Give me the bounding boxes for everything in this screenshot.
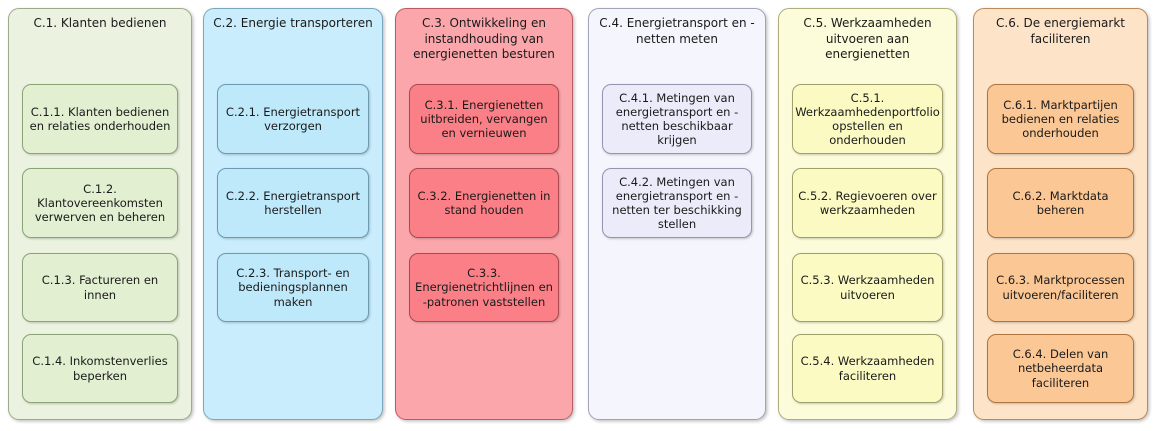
capability-group-title: C.5. Werkzaamheden uitvoeren aan energie…	[803, 16, 932, 62]
capability-group-c4-energietransport-netten-meten: C.4. Energietransport en -netten meten C…	[588, 8, 766, 420]
capability-group-c2-energie-transporteren: C.2. Energie transporteren C.2.1. Energi…	[203, 8, 383, 420]
capability-item: C.5.2. Regievoeren over werkzaamheden	[792, 168, 943, 238]
capability-item: C.1.1. Klanten bedienen en relaties onde…	[22, 84, 178, 154]
capability-item: C.5.3. Werkzaamheden uitvoeren	[792, 253, 943, 322]
capability-group-title: C.4. Energietransport en -netten meten	[599, 16, 755, 46]
capability-item: C.4.2. Metingen van energietransport en …	[602, 168, 752, 238]
capability-group-c1-klanten-bedienen: C.1. Klanten bedienen C.1.1. Klanten bed…	[8, 8, 192, 420]
capability-item: C.6.4. Delen van netbeheerdata faciliter…	[987, 334, 1134, 403]
capability-item: C.1.3. Factureren en innen	[22, 253, 178, 322]
capability-item: C.3.2. Energienetten in stand houden	[409, 168, 559, 238]
capability-group-c3-ontwikkeling-instandhouding: C.3. Ontwikkeling en instandhouding van …	[395, 8, 573, 420]
capability-item: C.1.2. Klantovereenkomsten verwerven en …	[22, 168, 178, 238]
capability-item: C.4.1. Metingen van energietransport en …	[602, 84, 752, 154]
capability-group-title: C.6. De energiemarkt faciliteren	[996, 16, 1125, 46]
capability-item: C.2.3. Transport- en bedieningsplannen m…	[217, 253, 369, 322]
capability-item: C.3.3. Energienetrichtlijnen en -patrone…	[409, 253, 559, 322]
capability-item: C.3.1. Energienetten uitbreiden, vervang…	[409, 84, 559, 154]
capability-item: C.5.1. Werkzaamhedenportfolio opstellen …	[792, 84, 943, 154]
capability-item: C.5.4. Werkzaamheden faciliteren	[792, 334, 943, 403]
capability-group-title: C.3. Ontwikkeling en instandhouding van …	[413, 16, 555, 62]
capability-group-title: C.2. Energie transporteren	[213, 16, 373, 30]
capability-item: C.6.3. Marktprocessen uitvoeren/facilite…	[987, 253, 1134, 322]
capability-item: C.2.2. Energietransport herstellen	[217, 168, 369, 238]
capability-group-title: C.1. Klanten bedienen	[33, 16, 167, 30]
capability-group-c5-werkzaamheden-uitvoeren: C.5. Werkzaamheden uitvoeren aan energie…	[778, 8, 957, 420]
capability-item: C.2.1. Energietransport verzorgen	[217, 84, 369, 154]
capability-group-c6-energiemarkt-faciliteren: C.6. De energiemarkt faciliteren C.6.1. …	[973, 8, 1148, 420]
capability-item: C.6.2. Marktdata beheren	[987, 168, 1134, 238]
capability-item: C.1.4. Inkomstenverlies beperken	[22, 334, 178, 403]
capability-item: C.6.1. Marktpartijen bedienen en relatie…	[987, 84, 1134, 154]
